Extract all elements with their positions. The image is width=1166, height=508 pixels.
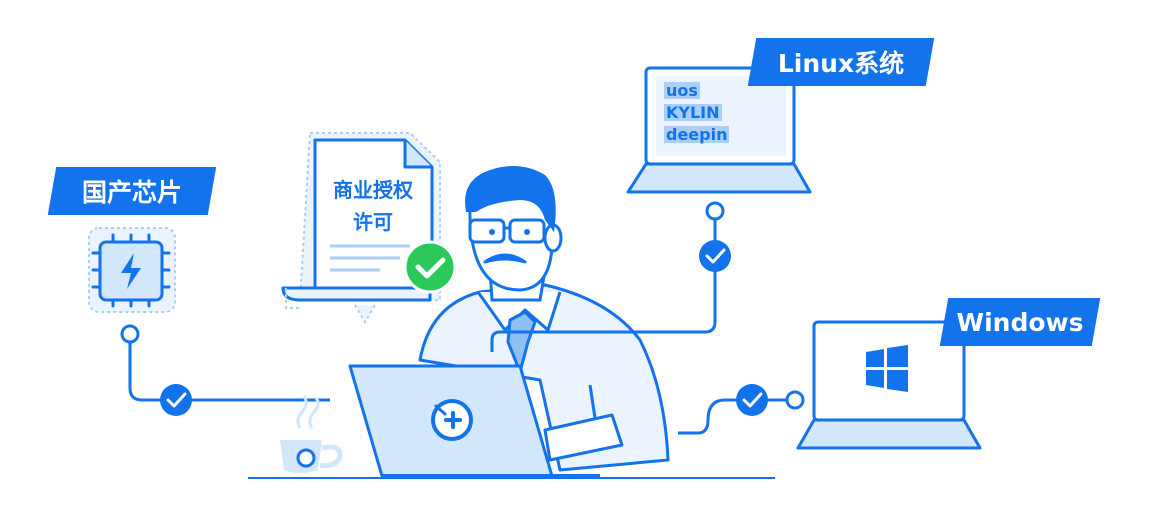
approved-check-icon <box>403 240 457 294</box>
chip-icon <box>88 227 176 313</box>
license-title-line1: 商业授权 <box>333 178 413 202</box>
check-icon <box>160 384 192 416</box>
check-icon <box>736 384 768 416</box>
coffee-cup-icon <box>280 395 343 473</box>
tag-windows-label: Windows <box>956 307 1084 337</box>
os-item-kylin: KYLIN <box>664 103 722 122</box>
lightning-icon <box>121 253 141 289</box>
tag-domestic-chip-label: 国产芯片 <box>81 178 182 207</box>
license-title-line2: 许可 <box>353 210 393 234</box>
tag-windows: Windows <box>939 298 1101 346</box>
tag-linux-system-label: Linux系统 <box>777 49 905 78</box>
os-item-deepin: deepin <box>664 125 730 144</box>
os-item-uos: uos <box>664 81 700 100</box>
tag-linux-system: Linux系统 <box>747 38 935 86</box>
app-laptop <box>348 364 600 478</box>
windows-laptop <box>796 320 982 450</box>
windows-logo-icon <box>866 345 908 392</box>
tag-domestic-chip: 国产芯片 <box>47 167 217 215</box>
app-logo-icon <box>431 399 473 441</box>
check-icon <box>699 240 731 272</box>
